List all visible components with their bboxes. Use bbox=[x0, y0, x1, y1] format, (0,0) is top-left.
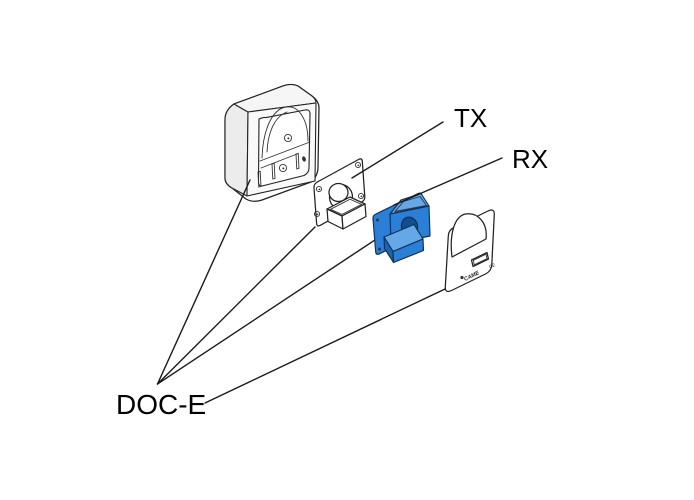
tx-screw-hole bbox=[313, 210, 321, 218]
cover-lens-window bbox=[450, 213, 487, 258]
housing-top-face bbox=[233, 83, 317, 113]
tx-screw-hole bbox=[357, 192, 365, 200]
tx-terminal-front bbox=[341, 203, 367, 230]
screw-boss-upper-hole bbox=[287, 137, 290, 140]
screw-boss-lower-hole bbox=[282, 167, 285, 170]
board-edge-line bbox=[260, 153, 298, 169]
leader-line-rx-board bbox=[156, 231, 388, 385]
rx-receiver-board bbox=[372, 192, 431, 264]
tx-lens-dome bbox=[328, 182, 349, 203]
cover-label-window bbox=[470, 251, 490, 268]
leader-line-front-cover bbox=[204, 288, 446, 404]
tx-terminal-lip bbox=[329, 198, 363, 215]
cover-led-hole bbox=[460, 275, 464, 280]
rear-housing bbox=[224, 83, 320, 202]
doce-leader-lines bbox=[156, 179, 446, 404]
mounting-slot-3 bbox=[295, 152, 300, 170]
tx-emitter-plate bbox=[313, 158, 367, 230]
rx-terminal-block bbox=[383, 223, 425, 264]
label-rx: RX bbox=[512, 144, 548, 174]
mounting-slot-2 bbox=[271, 162, 276, 180]
rx-screw-hole bbox=[376, 218, 379, 222]
rx-lens-housing-lid bbox=[394, 196, 427, 212]
label-doce: DOC-E bbox=[116, 389, 206, 420]
mounting-slot-1 bbox=[257, 170, 262, 188]
housing-interior-details bbox=[231, 103, 311, 197]
tx-screw-hole-dot bbox=[318, 188, 321, 191]
screw-boss-upper bbox=[283, 133, 293, 143]
leader-line-tx-label bbox=[351, 121, 444, 179]
rx-screw-hole bbox=[378, 247, 381, 251]
cover-label-window-inner bbox=[472, 253, 488, 266]
lens-window-chord bbox=[259, 141, 311, 162]
ce-mark-text: CE bbox=[488, 262, 496, 269]
lens-window-arch bbox=[261, 106, 309, 159]
leader-line-rx-label bbox=[393, 157, 503, 206]
rim-depth-edge-bottomleft bbox=[231, 187, 248, 197]
label-tx: TX bbox=[454, 103, 487, 133]
tx-screw-holes bbox=[313, 161, 365, 218]
leader-line-housing bbox=[156, 179, 251, 385]
screw-boss-lower bbox=[278, 163, 288, 173]
callout-leader-lines bbox=[351, 121, 503, 206]
rim-depth-edge-topleft bbox=[233, 103, 249, 113]
rx-terminal-front bbox=[392, 238, 425, 264]
leader-line-tx-plate bbox=[156, 226, 316, 385]
lens-window-inner-arc bbox=[266, 111, 288, 153]
tx-screw-hole-dot bbox=[357, 164, 360, 167]
cable-hole bbox=[302, 156, 306, 162]
tx-terminal-block bbox=[326, 196, 367, 230]
tx-screw-hole-dot bbox=[360, 195, 363, 198]
front-cover: CAME CE bbox=[444, 209, 496, 293]
tx-screw-hole bbox=[354, 161, 362, 169]
housing-left-face bbox=[224, 103, 249, 197]
tx-screw-hole bbox=[315, 185, 323, 193]
tx-screw-hole-dot bbox=[316, 213, 319, 216]
